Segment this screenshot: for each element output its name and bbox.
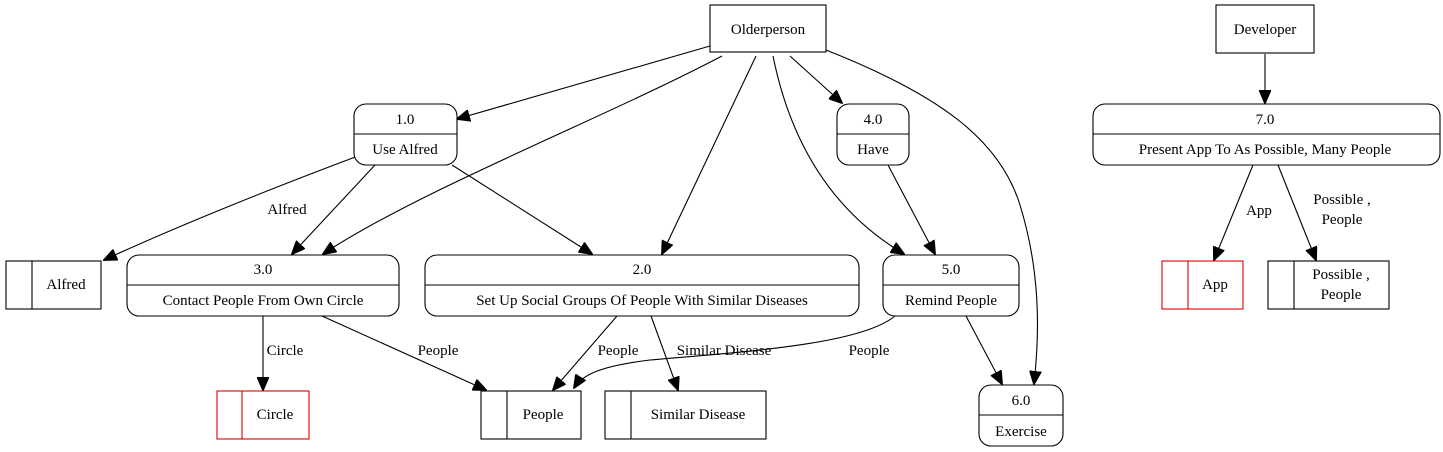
edge-2-to-people xyxy=(553,315,618,390)
process-7-label: Present App To As Possible, Many People xyxy=(1139,142,1392,158)
edge-7-to-possible-people xyxy=(1277,164,1316,260)
edge-label-similar-disease: Similar Disease xyxy=(677,343,772,359)
edge-olderperson-to-4 xyxy=(789,55,842,103)
process-6-number: 6.0 xyxy=(1012,393,1031,409)
process-3: 3.0 Contact People From Own Circle xyxy=(126,254,400,317)
edge-5-to-6 xyxy=(965,315,1002,384)
edge-3-to-people xyxy=(321,315,486,390)
store-alfred-label: Alfred xyxy=(46,277,86,293)
edge-label-people-from-3: People xyxy=(418,343,459,359)
edge-olderperson-to-5 xyxy=(772,55,904,254)
edge-5-to-people xyxy=(574,315,896,388)
edge-olderperson-to-3 xyxy=(323,55,723,254)
process-5: 5.0 Remind People xyxy=(882,254,1020,317)
entity-olderperson: Olderperson xyxy=(709,4,827,53)
process-1-number: 1.0 xyxy=(396,112,415,128)
store-people: People xyxy=(480,390,582,440)
process-5-label: Remind People xyxy=(905,293,997,309)
process-4-number: 4.0 xyxy=(864,112,883,128)
process-5-number: 5.0 xyxy=(942,262,961,278)
process-2: 2.0 Set Up Social Groups Of People With … xyxy=(424,254,860,317)
edge-olderperson-to-6 xyxy=(825,49,1037,384)
store-circle-label: Circle xyxy=(257,407,294,423)
store-alfred: Alfred xyxy=(5,260,102,310)
entity-developer-label: Developer xyxy=(1234,22,1296,38)
process-7-number: 7.0 xyxy=(1256,112,1275,128)
store-possible-people: Possible , People xyxy=(1267,260,1390,310)
store-similar-disease: Similar Disease xyxy=(604,390,767,440)
edge-label-possible-line1: Possible , xyxy=(1313,192,1371,208)
edge-2-to-similar-disease xyxy=(650,315,678,390)
edge-labels: Alfred Circle People People Similar Dise… xyxy=(267,192,1371,359)
entity-developer: Developer xyxy=(1215,4,1315,54)
process-4-label: Have xyxy=(857,142,889,158)
edge-1-to-2 xyxy=(451,164,592,254)
edges xyxy=(104,45,1316,390)
store-similar-disease-label: Similar Disease xyxy=(651,407,746,423)
process-3-number: 3.0 xyxy=(254,262,273,278)
store-app: App xyxy=(1161,260,1244,310)
edge-4-to-5 xyxy=(887,164,935,254)
edge-label-circle: Circle xyxy=(267,343,304,359)
process-2-number: 2.0 xyxy=(633,262,652,278)
entity-olderperson-label: Olderperson xyxy=(731,22,806,38)
process-6: 6.0 Exercise xyxy=(978,384,1064,447)
edge-1-to-alfred xyxy=(104,152,367,260)
edge-7-to-app xyxy=(1214,164,1254,260)
edge-label-people-from-5: People xyxy=(849,343,890,359)
store-app-label: App xyxy=(1202,277,1228,293)
process-1: 1.0 Use Alfred xyxy=(353,103,458,166)
edge-label-alfred: Alfred xyxy=(267,202,307,218)
store-possible-people-line1: Possible , xyxy=(1312,267,1370,283)
store-circle: Circle xyxy=(216,390,310,440)
store-possible-people-line2: People xyxy=(1321,287,1362,303)
edge-olderperson-to-1 xyxy=(457,45,711,119)
process-4: 4.0 Have xyxy=(836,103,910,166)
store-people-label: People xyxy=(523,407,564,423)
process-7: 7.0 Present App To As Possible, Many Peo… xyxy=(1092,103,1441,166)
edge-label-possible-line2: People xyxy=(1322,212,1363,228)
edge-1-to-3 xyxy=(292,164,376,254)
process-2-label: Set Up Social Groups Of People With Simi… xyxy=(476,293,808,309)
edge-label-people-from-2: People xyxy=(598,343,639,359)
edge-olderperson-to-2 xyxy=(662,55,757,254)
process-1-label: Use Alfred xyxy=(372,142,438,158)
process-3-label: Contact People From Own Circle xyxy=(163,293,364,309)
process-6-label: Exercise xyxy=(995,424,1047,440)
edge-label-app: App xyxy=(1246,203,1272,219)
